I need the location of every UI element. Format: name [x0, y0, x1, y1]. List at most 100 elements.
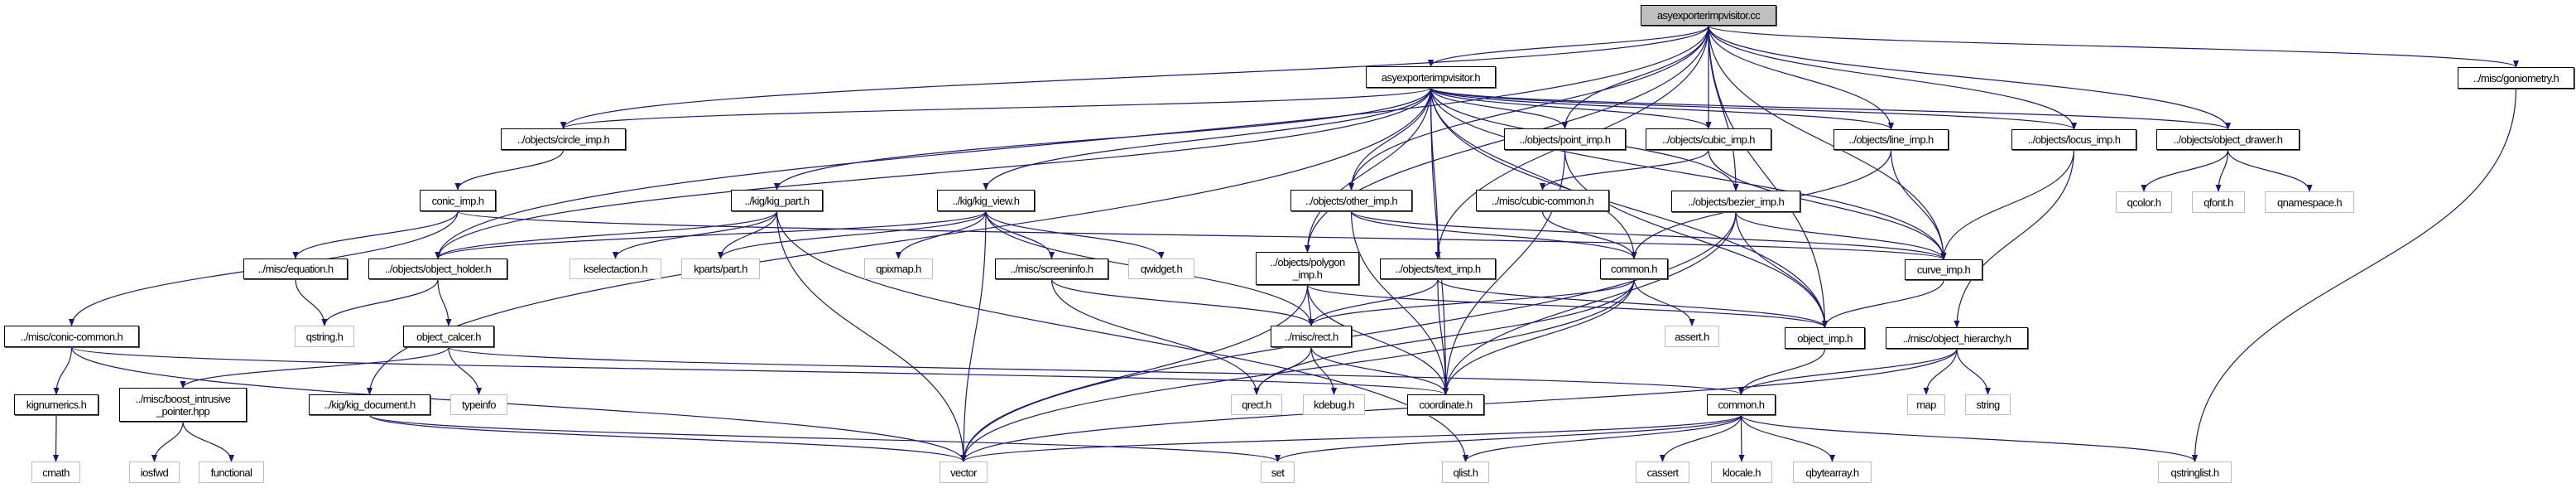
edge-h-to-holder — [435, 87, 1432, 259]
node-line[interactable]: ../objects/line_imp.h — [1833, 129, 1949, 150]
node-rect[interactable]: ../misc/rect.h — [1271, 326, 1352, 347]
node-curve[interactable]: curve_imp.h — [1905, 259, 1982, 280]
node-coniccommon[interactable]: ../misc/conic-common.h — [4, 326, 139, 347]
node-qbytearray[interactable]: qbytearray.h — [1793, 461, 1872, 483]
edge-conic-to-curve — [457, 210, 1947, 260]
edge-cc-to-gonio — [1708, 25, 2519, 68]
node-functional[interactable]: functional — [199, 461, 264, 483]
node-holder[interactable]: ../objects/object_holder.h — [368, 258, 507, 279]
node-boost[interactable]: ../misc/boost_intrusive _pointer.hpp — [119, 388, 247, 422]
node-qnamespace[interactable]: qnamespace.h — [2265, 191, 2354, 213]
edge-h-to-line — [1430, 87, 1894, 130]
node-bezier[interactable]: ../objects/bezier_imp.h — [1671, 191, 1800, 212]
node-kigpart[interactable]: ../kig/kig_part.h — [731, 190, 823, 211]
edge-other-to-curve — [1350, 210, 1947, 260]
edge-locus-to-hier — [1954, 149, 2075, 328]
node-kdebug[interactable]: kdebug.h — [1303, 394, 1365, 415]
node-equation[interactable]: ../misc/equation.h — [243, 258, 348, 279]
edge-bezier-to-objimp — [1735, 211, 1829, 328]
node-qlist[interactable]: qlist.h — [1442, 461, 1489, 483]
edge-locus-to-curve — [1940, 149, 2075, 260]
node-locus[interactable]: ../objects/locus_imp.h — [2011, 129, 2136, 150]
node-qstring[interactable]: qstring.h — [295, 326, 354, 347]
edge-bezier-to-curve — [1735, 211, 1947, 260]
edge-cc-to-circle — [560, 25, 1709, 129]
node-string[interactable]: string — [1965, 394, 2011, 415]
edge-common2-to-vector — [960, 414, 1742, 462]
edge-cc-to-other — [1348, 25, 1709, 191]
edge-hier-to-common2 — [1737, 348, 1958, 395]
node-qrect[interactable]: qrect.h — [1231, 394, 1282, 415]
edge-h-to-cubic — [1430, 87, 1712, 129]
node-screeninfo[interactable]: ../misc/screeninfo.h — [995, 258, 1108, 279]
node-kignum[interactable]: kignumerics.h — [14, 394, 99, 415]
node-qfont[interactable]: qfont.h — [2192, 191, 2245, 213]
edge-kigview-to-part — [717, 210, 987, 259]
edge-other-to-coord — [1350, 210, 1449, 395]
node-cc[interactable]: asyexporterimpvisitor.cc — [1641, 5, 1776, 26]
edge-common2-to-qstringlist — [1740, 414, 2198, 462]
node-qstringlist[interactable]: qstringlist.h — [2158, 461, 2232, 483]
edge-coniccommon-to-kignum — [53, 346, 73, 395]
node-calcer[interactable]: object_calcer.h — [403, 326, 494, 347]
edge-cc-to-curve — [1708, 25, 1947, 260]
node-kigdoc[interactable]: ../kig/kig_document.h — [309, 394, 430, 415]
edge-holder-to-qstring — [321, 278, 439, 326]
edge-kigview-to-screeninfo — [985, 210, 1055, 259]
node-cubiccommon[interactable]: ../misc/cubic-common.h — [1476, 190, 1609, 211]
node-circle[interactable]: ../objects/circle_imp.h — [501, 128, 626, 150]
node-objimp[interactable]: object_imp.h — [1785, 327, 1865, 349]
edge-h-to-objimp — [1430, 87, 1829, 328]
node-cubic[interactable]: ../objects/cubic_imp.h — [1646, 128, 1771, 150]
edge-text-to-rect — [1308, 278, 1439, 326]
node-vector[interactable]: vector — [940, 461, 988, 483]
node-polygon[interactable]: ../objects/polygon _imp.h — [1256, 252, 1359, 285]
node-kselect[interactable]: kselectaction.h — [570, 258, 661, 279]
edge-polygon-to-coord — [1306, 284, 1449, 395]
edge-h-to-text — [1430, 87, 1441, 259]
node-cassert[interactable]: cassert — [1636, 461, 1689, 483]
node-cmath[interactable]: cmath — [31, 461, 80, 483]
edge-other-to-common1 — [1350, 210, 1637, 259]
node-drawer[interactable]: ../objects/object_drawer.h — [2156, 129, 2300, 150]
node-klocale[interactable]: klocale.h — [1711, 461, 1772, 483]
node-iosfwd[interactable]: iosfwd — [129, 461, 180, 483]
node-kigview[interactable]: ../kig/kig_view.h — [937, 190, 1035, 211]
edge-hier-to-map — [1923, 348, 1958, 395]
edge-coniccommon-to-coord — [70, 346, 1449, 395]
edge-circle-to-conic — [454, 149, 565, 191]
node-qwidget[interactable]: qwidget.h — [1128, 258, 1194, 279]
edge-boost-to-functional — [182, 421, 235, 462]
edge-text-to-objimp — [1437, 278, 1828, 328]
edge-drawer-to-qcolor — [2141, 149, 2229, 192]
node-typeinfo[interactable]: typeinfo — [450, 394, 507, 415]
edge-rect-to-kdebug — [1310, 346, 1338, 395]
edge-h-to-kigview — [983, 87, 1432, 191]
edge-h-to-drawer — [1430, 87, 2231, 130]
node-hier[interactable]: ../misc/object_hierarchy.h — [1886, 327, 2028, 349]
edge-cc-to-locus — [1708, 25, 2078, 130]
node-qpixmap[interactable]: qpixmap.h — [864, 258, 933, 279]
edge-kigview-to-qpixmap — [895, 210, 987, 259]
edge-h-to-polygon — [1304, 87, 1432, 253]
edge-cubiccommon-to-common1 — [1541, 210, 1637, 259]
edge-objimp-to-common2 — [1737, 348, 1826, 395]
node-common1[interactable]: common.h — [1600, 258, 1668, 279]
node-map[interactable]: map — [1907, 394, 1945, 415]
node-gonio[interactable]: ../misc/goniometry.h — [2458, 67, 2574, 89]
node-conic[interactable]: conic_imp.h — [420, 190, 496, 211]
node-set[interactable]: set — [1261, 461, 1295, 483]
node-common2[interactable]: common.h — [1707, 394, 1776, 415]
edge-drawer-to-qfont — [2215, 149, 2229, 192]
node-qcolor[interactable]: qcolor.h — [2116, 191, 2172, 213]
node-other[interactable]: ../objects/other_imp.h — [1290, 190, 1412, 211]
edge-equation-to-qstring — [295, 278, 328, 326]
node-point[interactable]: ../objects/point_imp.h — [1504, 128, 1626, 150]
node-coord[interactable]: coordinate.h — [1407, 394, 1484, 415]
node-assert[interactable]: assert.h — [1665, 326, 1719, 347]
edge-line-to-curve — [1890, 149, 1947, 260]
node-h[interactable]: asyexporterimpvisitor.h — [1366, 66, 1496, 88]
node-text[interactable]: ../objects/text_imp.h — [1380, 258, 1496, 279]
node-part[interactable]: kparts/part.h — [681, 258, 760, 279]
edge-text-to-coord — [1437, 278, 1449, 395]
